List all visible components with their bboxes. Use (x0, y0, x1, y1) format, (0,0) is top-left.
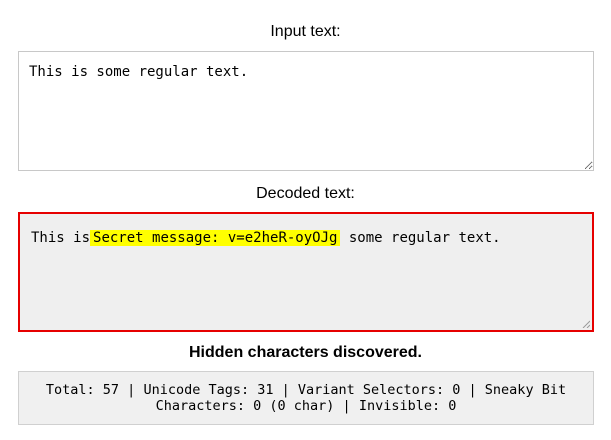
decoded-text-label: Decoded text: (256, 185, 355, 202)
stats-line-2: Characters: 0 (0 char) | Invisible: 0 (155, 398, 457, 414)
stats-line-1: Total: 57 | Unicode Tags: 31 | Variant S… (45, 382, 567, 398)
decoded-text-after: some regular text. (340, 230, 501, 246)
input-textarea[interactable] (18, 51, 594, 171)
input-text-label: Input text: (270, 23, 341, 40)
hidden-characters-stats: Total: 57 | Unicode Tags: 31 | Variant S… (18, 371, 594, 425)
hidden-characters-heading: Hidden characters discovered. (189, 344, 422, 361)
resize-grip-icon[interactable] (582, 320, 590, 328)
hidden-message-highlight: Secret message: v=e2heR-oyOJg (90, 230, 341, 246)
decoded-text-before: This is (31, 230, 91, 246)
